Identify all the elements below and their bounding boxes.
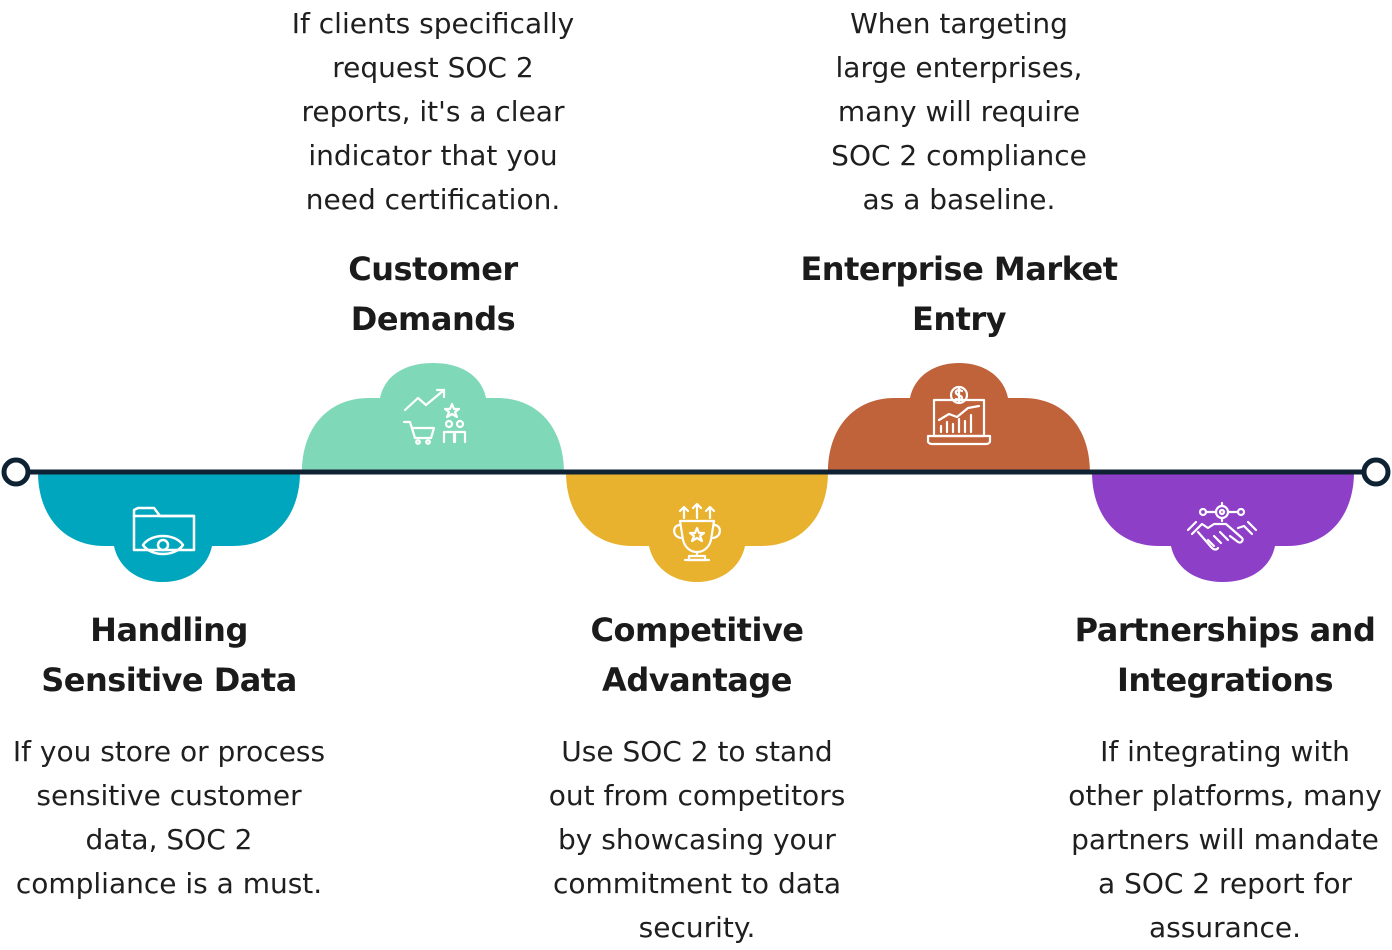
enterprise-title: Enterprise Market Entry: [800, 250, 1118, 338]
growth-cart-people-icon: [402, 388, 467, 445]
handling-description: If you store or process sensitive custom…: [12, 735, 326, 900]
partnerships-title: Partnerships and Integrations: [1074, 611, 1376, 699]
partnerships-cloud: [1092, 472, 1354, 582]
handling-cloud: [38, 472, 300, 582]
partnerships-cloud-shape: [1092, 472, 1354, 582]
handling-title: Handling Sensitive Data: [41, 611, 297, 699]
customer-cloud-shape: [302, 363, 564, 472]
handshake-gear-icon: [1186, 501, 1258, 551]
customer-title: Customer Demands: [348, 250, 518, 338]
customer-description: If clients specifically request SOC 2 re…: [291, 7, 575, 216]
enterprise-description: When targeting large enterprises, many w…: [831, 7, 1087, 216]
folder-eye-icon: [132, 506, 196, 556]
competitive-cloud: [566, 472, 828, 582]
timeline-start-node: [1, 457, 31, 487]
trophy-arrows-icon: [673, 502, 721, 562]
enterprise-cloud: [828, 363, 1090, 472]
competitive-description: Use SOC 2 to stand out from competitors …: [548, 735, 846, 944]
customer-cloud: [302, 363, 564, 472]
enterprise-cloud-shape: [828, 363, 1090, 472]
partnerships-description: If integrating with other platforms, man…: [1068, 735, 1382, 944]
laptop-chart-dollar-icon: [926, 385, 992, 446]
timeline-end-node: [1361, 457, 1391, 487]
competitive-title: Competitive Advantage: [590, 611, 804, 699]
handling-cloud-shape: [38, 472, 300, 582]
